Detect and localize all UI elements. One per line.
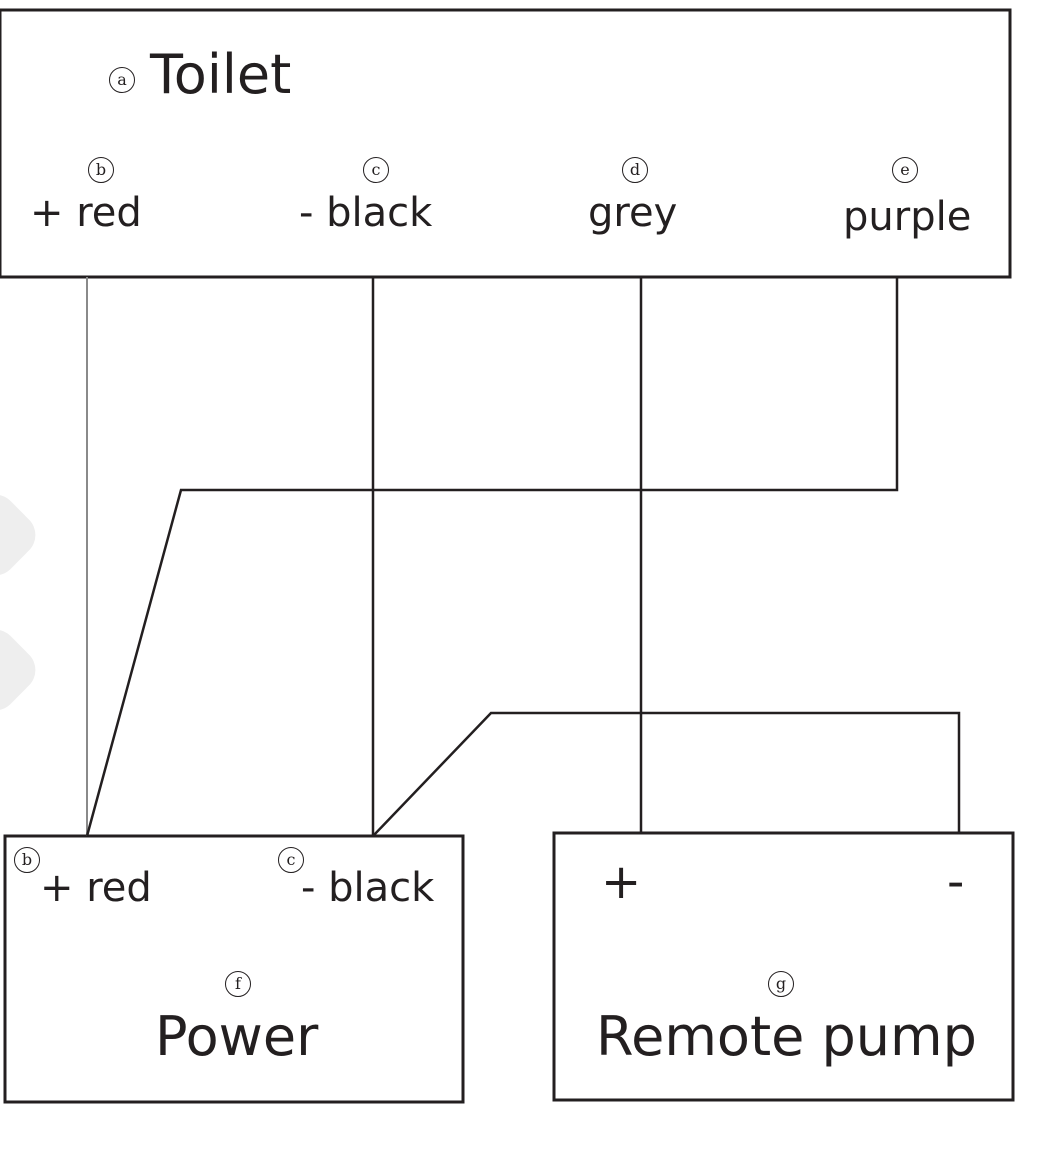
power-marker: f [225,971,251,997]
pump-terminal-negative-label: - [947,854,965,910]
power-terminal-black-marker: c [278,847,304,873]
power-terminal-red-label: + red [40,865,152,911]
toilet-terminal-red-label: + red [30,190,142,236]
toilet-title: Toilet [150,43,292,106]
power-terminal-red-marker: b [14,847,40,873]
toilet-terminal-purple-label: purple [843,194,972,240]
toilet-terminal-grey-label: grey [588,190,678,236]
power-title: Power [155,1005,319,1068]
pump-title: Remote pump [596,1005,977,1068]
wire-pump-negative [372,711,961,837]
toilet-terminal-black-marker: c [363,157,389,183]
toilet-terminal-grey-marker: d [622,157,648,183]
pump-box [552,831,1015,1102]
toilet-terminal-purple-marker: e [892,157,918,183]
pump-terminal-positive-label: + [601,854,642,910]
pump-marker: g [768,971,794,997]
toilet-terminal-red-marker: b [88,157,114,183]
toilet-terminal-black-label: - black [299,190,433,236]
power-terminal-black-label: - black [301,865,435,911]
wire-purple [85,277,899,837]
toilet-marker: a [109,67,135,93]
power-box [3,834,465,1104]
toilet-box [0,8,1012,279]
